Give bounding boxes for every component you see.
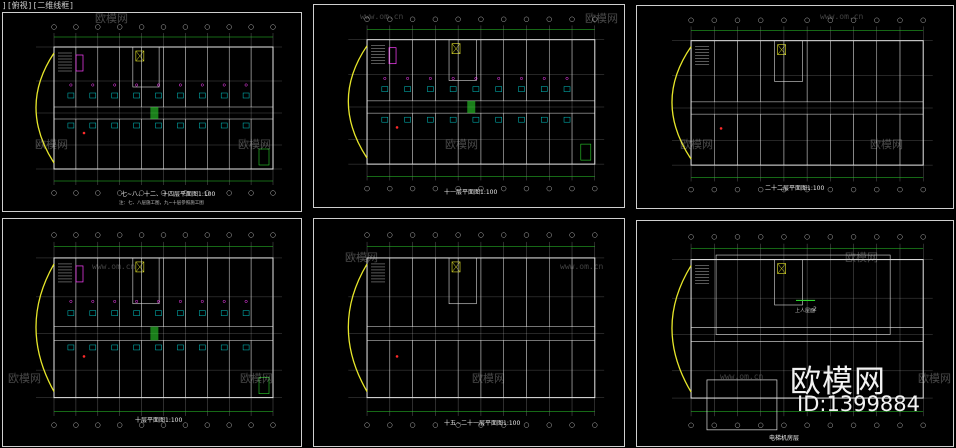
drawing-sheet-3[interactable]: 二十二层平面图1:100	[636, 5, 954, 209]
floor-plan-2	[347, 16, 605, 192]
floor-plan-3	[671, 17, 933, 193]
drawing-sheet-1[interactable]: 七~八、十二、十四层平面图1:100 注：七、八层施工图，九~十层参照施工图	[2, 12, 302, 212]
sheet-title-2: 十一层平面图1:100	[444, 189, 498, 196]
sheet-note-1: 注：七、八层施工图，九~十层参照施工图	[119, 201, 204, 206]
drawing-sheet-6[interactable]: 上人屋面 2 电梯机房层	[636, 220, 954, 447]
sheet-title-4: 十层平面图1:100	[135, 417, 183, 424]
drawing-sheet-4[interactable]: 十层平面图1:100	[2, 218, 302, 447]
sheet-title-3: 二十二层平面图1:100	[765, 185, 825, 192]
floor-plan-4	[35, 232, 282, 428]
brand-id: ID:1399884	[797, 392, 920, 416]
roof-number: 2	[813, 306, 817, 313]
drawing-sheet-5[interactable]: 十五~二十一层平面图1:100	[313, 218, 625, 447]
floor-plan-1	[35, 24, 282, 196]
floor-plan-6	[671, 234, 933, 431]
sheet-title-6: 电梯机房层	[769, 435, 800, 442]
sheet-title-5: 十五~二十一层平面图1:100	[444, 420, 521, 427]
drawing-sheet-2[interactable]: 十一层平面图1:100	[313, 4, 625, 208]
viewport-label[interactable]: ][俯视][二维线框]	[2, 1, 75, 10]
brand-logo-text: 欧模网	[790, 364, 886, 400]
roof-label: 上人屋面	[795, 308, 816, 314]
sheet-title-1: 七~八、十二、十四层平面图1:100	[121, 191, 216, 198]
floor-plan-5	[347, 232, 605, 428]
